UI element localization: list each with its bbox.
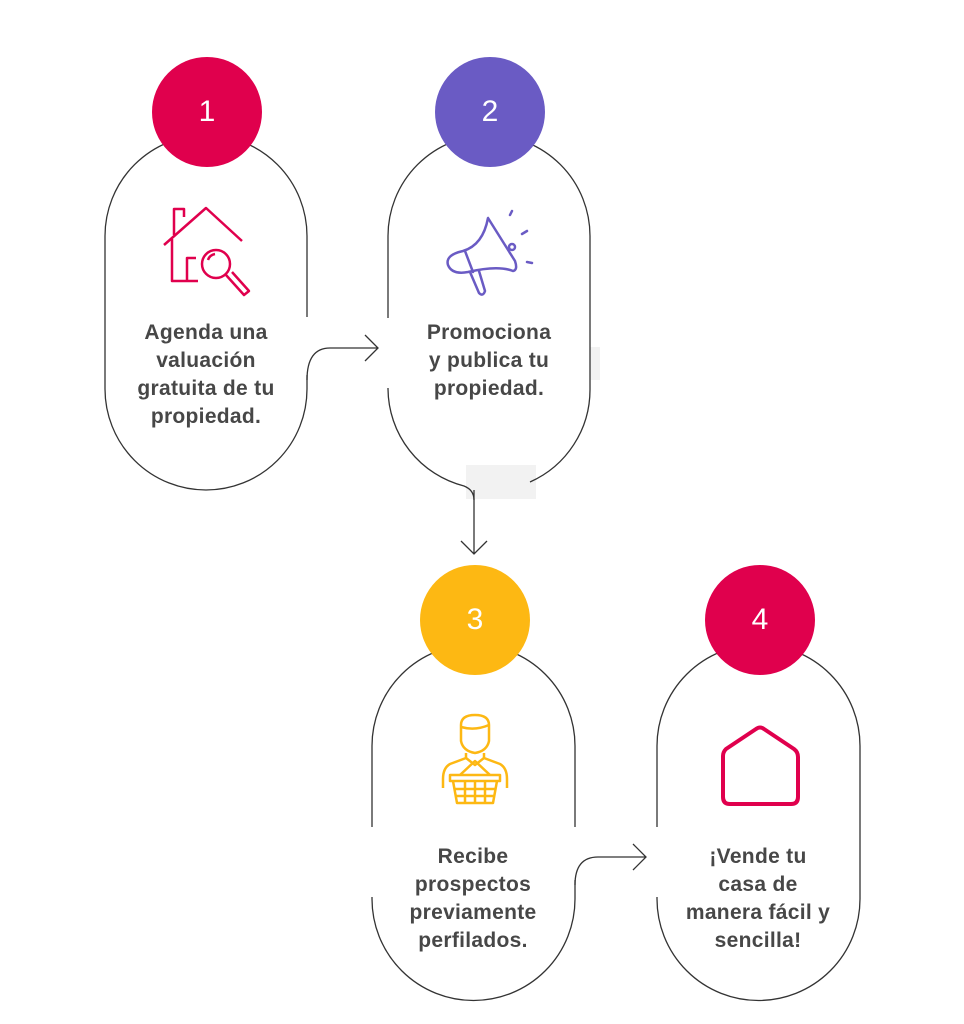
step-badge-3: 3 xyxy=(420,565,530,675)
step-3-line: Recibe xyxy=(437,845,509,868)
step-2-line: y publica tu xyxy=(428,349,550,372)
connector-arrow-1-2 xyxy=(306,334,379,381)
gray-patch xyxy=(466,465,536,499)
step-4-line: ¡Vende tu xyxy=(709,845,807,868)
step-text-4: ¡Vende tu casa de manera fácil y sencill… xyxy=(658,843,858,955)
step-text-2: Promociona y publica tu propiedad. xyxy=(389,319,589,403)
step-1-line: Agenda una xyxy=(144,321,268,344)
pill-outline-4 xyxy=(656,643,861,1002)
step-4-line: casa de xyxy=(718,873,798,896)
pill-outline-2 xyxy=(387,134,591,483)
connector-arrow-3-4 xyxy=(574,843,647,886)
megaphone-icon xyxy=(446,209,534,296)
house-outline-icon xyxy=(721,725,800,806)
pill-outline-2-left xyxy=(387,388,475,501)
step-badge-2: 2 xyxy=(435,57,545,167)
pill-outline-3-bottom xyxy=(371,880,576,1002)
step-1-line: valuación xyxy=(156,349,256,372)
pill-outline-1-bottom xyxy=(104,317,308,491)
step-3-line: previamente xyxy=(409,901,537,924)
gray-patch xyxy=(590,347,600,380)
step-1-line: propiedad. xyxy=(150,405,262,428)
step-2-line: propiedad. xyxy=(433,377,545,400)
person-basket-icon xyxy=(441,713,509,805)
connector-arrow-2-3 xyxy=(460,490,488,555)
house-search-icon xyxy=(163,206,251,297)
step-badge-1: 1 xyxy=(152,57,262,167)
step-1-line: gratuita de tu xyxy=(137,377,275,400)
step-badge-4: 4 xyxy=(705,565,815,675)
step-3-line: perfilados. xyxy=(418,929,528,952)
step-text-3: Recibe prospectos previamente perfilados… xyxy=(373,843,573,955)
step-text-1: Agenda una valuación gratuita de tu prop… xyxy=(106,319,306,431)
step-2-line: Promociona xyxy=(426,321,552,344)
step-3-line: prospectos xyxy=(414,873,532,896)
step-4-line: sencilla! xyxy=(714,929,802,952)
step-4-line: manera fácil y xyxy=(685,901,831,924)
